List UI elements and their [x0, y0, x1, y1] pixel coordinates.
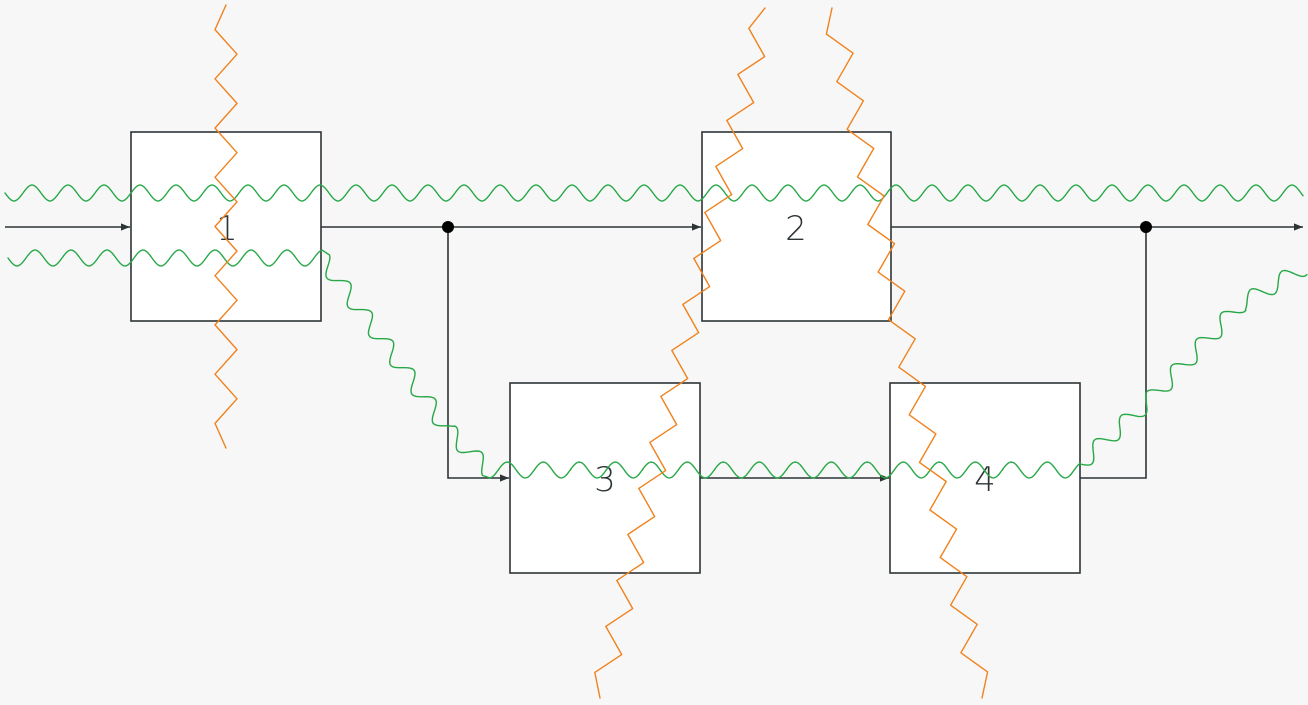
node-2-label: 2	[785, 209, 807, 249]
edge-4-to-junction-b	[1080, 227, 1147, 479]
green-path-lower	[7, 249, 1081, 479]
edges	[5, 223, 1303, 482]
junction-b-dot	[1140, 221, 1152, 233]
node-4: 4	[889, 382, 1081, 574]
orange-cuts	[214, 4, 989, 699]
green-path-top	[4, 184, 1304, 202]
node-3-label: 3	[594, 460, 616, 500]
junction-a-dot	[442, 221, 454, 233]
node-1-label: 1	[216, 209, 238, 249]
orange-cut-1	[214, 4, 238, 449]
node-1: 1	[130, 131, 322, 322]
orange-cut-2	[594, 7, 766, 699]
green-path-right	[1079, 269, 1308, 466]
node-4-label: 4	[974, 460, 996, 500]
nodes: 1 2 3 4	[130, 131, 1081, 574]
orange-cut-3	[825, 7, 989, 699]
node-2: 2	[701, 131, 892, 322]
green-paths	[4, 184, 1308, 479]
